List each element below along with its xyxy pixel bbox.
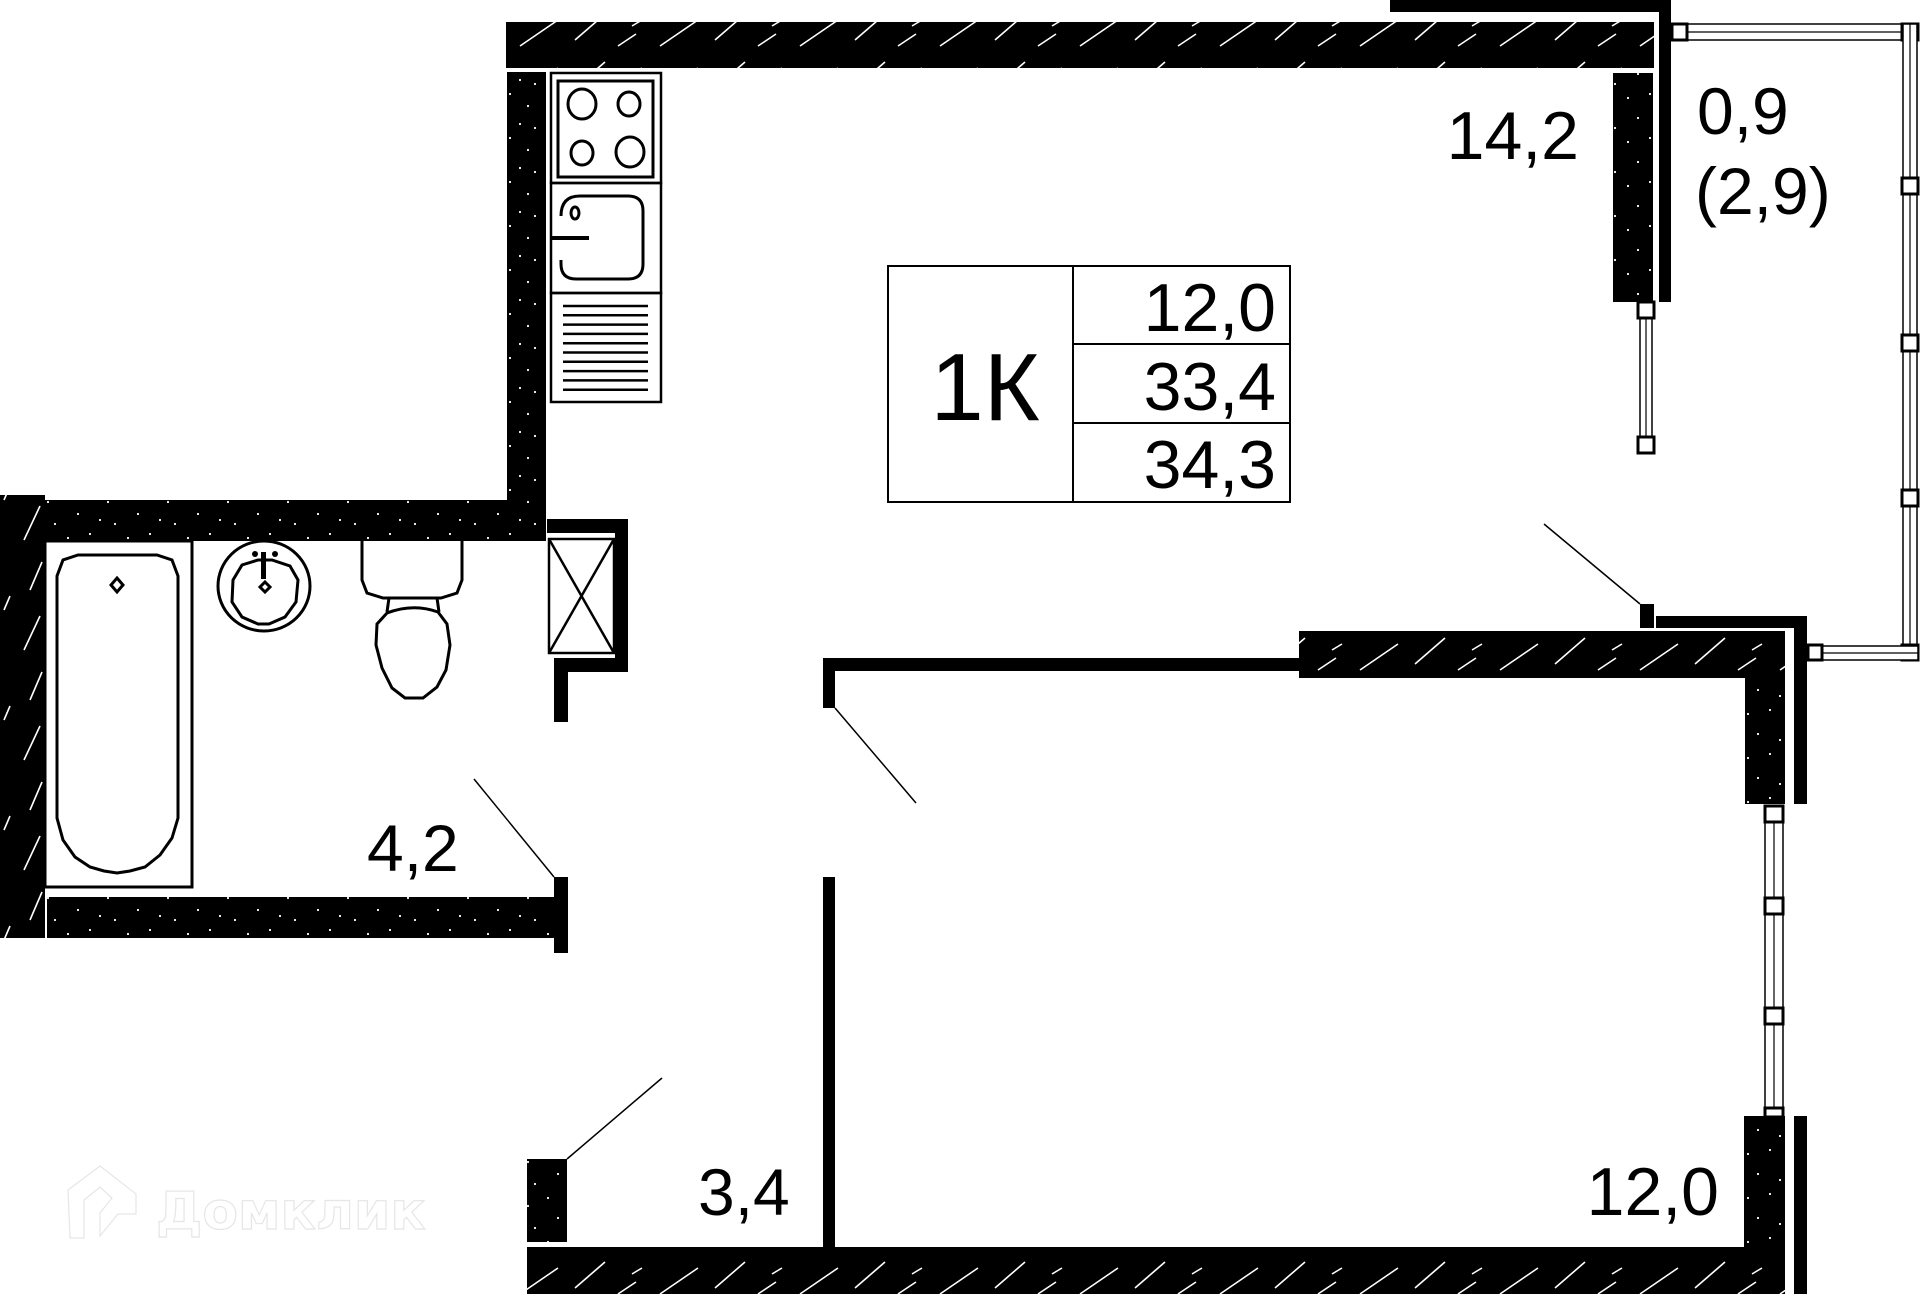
total-area-value: 33,4 [1144, 349, 1276, 425]
kitchen-sink-icon [549, 181, 663, 295]
bedroom-right-parapet-upper [1794, 616, 1807, 804]
bathtub-icon [43, 539, 194, 889]
partition-upper-stub [823, 658, 835, 708]
door-bedroom [834, 707, 917, 804]
room-area-balcony: 0,9 [1697, 74, 1789, 148]
balcony-left-parapet [1659, 12, 1671, 302]
wall-bathroom-bottom [47, 897, 561, 938]
bathroom-sink-icon [216, 539, 312, 633]
wall-bathroom-top [45, 500, 546, 541]
area-summary-table: 1К 12,0 33,4 34,3 [887, 265, 1291, 503]
wall-bottom [527, 1247, 1785, 1294]
stove-icon [549, 71, 663, 185]
living-area-value: 12,0 [1144, 270, 1276, 346]
window-bedroom [1763, 804, 1785, 1119]
partition-horizontal [823, 658, 1299, 671]
window-kitchen [1636, 300, 1656, 455]
wall-top [506, 22, 1654, 68]
wall-middle-right [1299, 631, 1785, 678]
door-living-balcony [1543, 523, 1641, 605]
room-area-bathroom: 4,2 [367, 811, 459, 885]
ventilation-shaft [547, 519, 628, 722]
living-door-post [1640, 604, 1654, 628]
pillar-bedroom-upper [1745, 678, 1785, 804]
room-area-balcony-full: (2,9) [1695, 154, 1831, 228]
bedroom-right-parapet-lower [1794, 1116, 1807, 1294]
door-bathroom [473, 778, 555, 878]
balcony-bottom-parapet [1656, 616, 1807, 628]
window-balcony-right [1900, 23, 1920, 662]
watermark-text: Домклик [156, 1182, 426, 1242]
partition-vertical [823, 877, 835, 1247]
pillar-balcony [1613, 73, 1653, 302]
total-area-balcony-value: 34,3 [1144, 427, 1276, 503]
wall-kitchen-left [507, 72, 546, 540]
room-area-kitchen-living: 14,2 [1447, 98, 1579, 174]
room-area-hallway: 3,4 [698, 1155, 790, 1229]
room-area-bedroom: 12,0 [1587, 1154, 1719, 1230]
door-entrance [566, 1077, 663, 1160]
dishwasher-icon [549, 291, 663, 404]
window-balcony-bottom [1806, 643, 1919, 662]
watermark: Домклик [67, 1165, 426, 1243]
domclick-logo-icon [67, 1165, 137, 1239]
balcony-top-parapet [1390, 0, 1671, 12]
pillar-bedroom-lower [1744, 1116, 1785, 1247]
wall-bathroom-left [0, 495, 45, 938]
window-balcony-top [1670, 22, 1920, 42]
wall-bathroom-door-jamb [554, 877, 568, 953]
apartment-type: 1К [930, 334, 1039, 441]
toilet-icon [360, 540, 464, 700]
entrance-post [527, 1159, 567, 1242]
